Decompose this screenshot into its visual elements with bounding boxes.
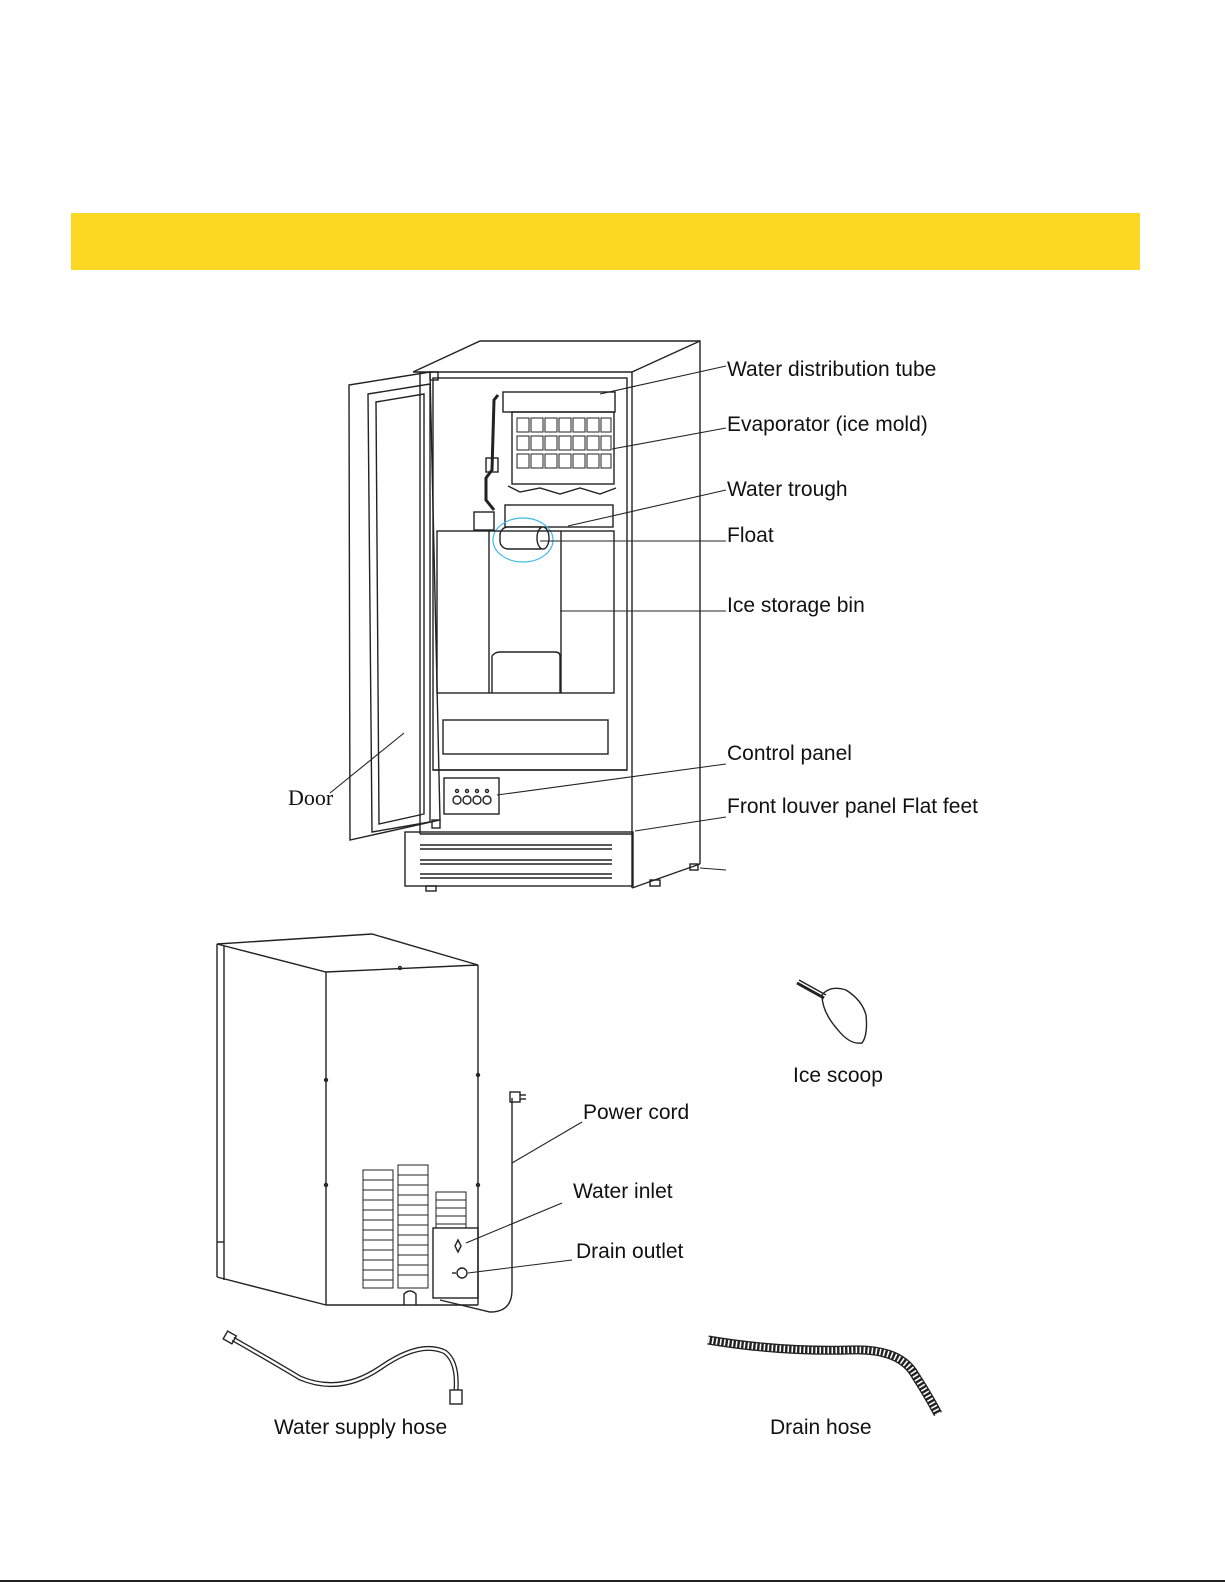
- float-part: [474, 512, 553, 562]
- label-water-inlet: Water inlet: [573, 1180, 673, 1204]
- drain-hose-illustration: [708, 1340, 938, 1414]
- label-float: Float: [727, 524, 774, 548]
- label-drain-hose: Drain hose: [770, 1416, 872, 1440]
- front-view-ice-maker: [349, 341, 700, 891]
- label-water-trough: Water trough: [727, 478, 848, 502]
- evaporator-grid: [517, 418, 611, 468]
- label-ice-storage-bin: Ice storage bin: [727, 594, 865, 618]
- label-door: Door: [288, 786, 333, 810]
- label-water-supply-hose: Water supply hose: [274, 1416, 447, 1440]
- label-ice-scoop: Ice scoop: [793, 1064, 883, 1088]
- rear-vent-grille: [363, 1165, 466, 1288]
- label-power-cord: Power cord: [583, 1101, 689, 1125]
- door-panel: [349, 372, 440, 840]
- front-leader-lines: [330, 366, 726, 870]
- ice-scoop-illustration: [797, 980, 867, 1043]
- label-front-louver-panel: Front louver panel Flat feet: [727, 795, 978, 819]
- water-supply-hose-illustration: [223, 1331, 462, 1404]
- label-water-distribution-tube: Water distribution tube: [727, 358, 936, 382]
- rear-leader-lines: [466, 1122, 582, 1273]
- label-drain-outlet: Drain outlet: [576, 1240, 683, 1264]
- page-bottom-rule: [0, 1580, 1225, 1582]
- label-control-panel: Control panel: [727, 742, 852, 766]
- label-evaporator: Evaporator (ice mold): [727, 413, 928, 437]
- rear-view-ice-maker: [217, 934, 526, 1312]
